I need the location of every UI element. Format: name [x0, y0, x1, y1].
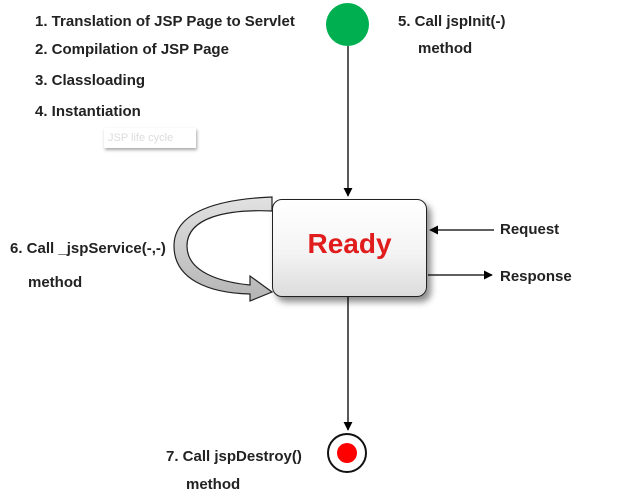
watermark-label: JSP life cycle: [104, 128, 196, 148]
step-6-method-label: method: [28, 274, 83, 291]
service-loop-arrow: [173, 196, 274, 302]
step-1-label: 1. Translation of JSP Page to Servlet: [35, 13, 295, 30]
end-node-dot: [337, 443, 357, 463]
step-7-method-label: method: [186, 476, 241, 493]
request-label: Request: [500, 221, 560, 238]
step-4-label: 4. Instantiation: [35, 103, 141, 120]
ready-state-box: Ready: [272, 199, 427, 297]
step-3-label: 3. Classloading: [35, 72, 146, 89]
response-label: Response: [500, 268, 572, 285]
ready-state-label: Ready: [307, 228, 392, 259]
step-7-label: 7. Call jspDestroy(): [166, 448, 302, 465]
step-5-label: 5. Call jspInit(-): [398, 13, 506, 30]
end-node: [327, 433, 367, 473]
step-2-label: 2. Compilation of JSP Page: [35, 41, 229, 58]
step-5-method-label: method: [418, 40, 473, 57]
step-6-label: 6. Call _jspService(-,-): [10, 240, 166, 257]
start-node: [326, 3, 369, 46]
